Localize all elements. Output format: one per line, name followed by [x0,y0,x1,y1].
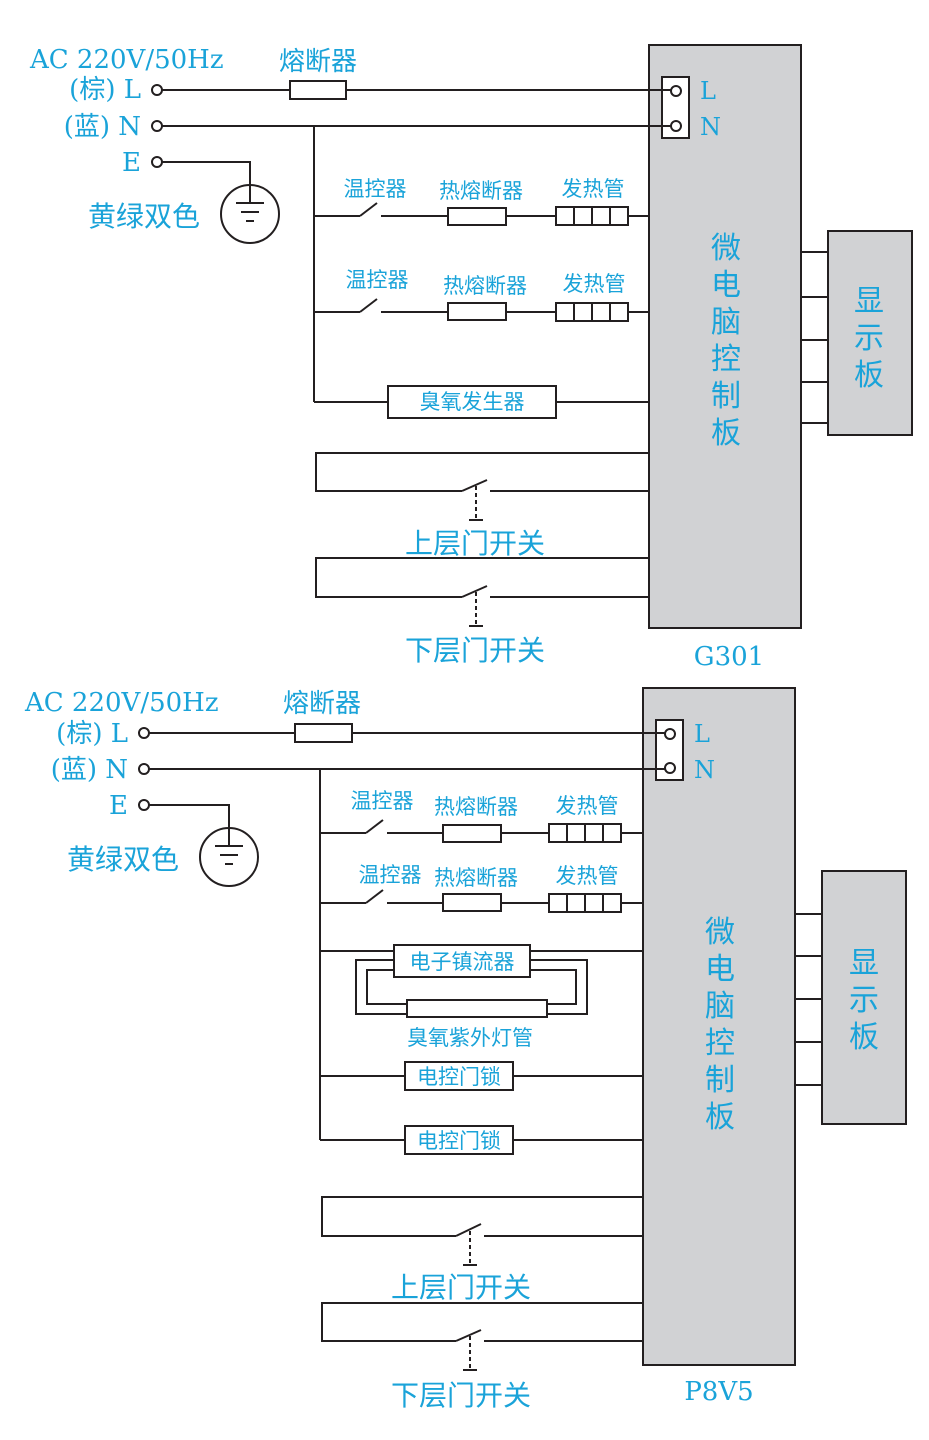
model-label: G301 [694,642,764,672]
heater-2-label: 发热管 [556,864,619,888]
thermostat-2-label: 温控器 [359,863,422,887]
power-label: AC 220V/50Hz [24,688,219,718]
thermostat-1-label: 温控器 [351,789,414,813]
svg-text:显: 显 [854,284,884,319]
ground-label: 黄绿双色 [67,843,179,876]
lower-door-switch-label: 下层门开关 [405,634,545,667]
thermostat-2-label: 温控器 [346,268,409,292]
thermal-fuse-2-label: 热熔断器 [443,274,527,298]
line-l-label: (棕) L [56,719,128,749]
terminal-l [138,727,150,739]
thermal-fuse-2 [442,893,502,912]
diagram-p8v5: AC 220V/50Hz (棕) L (蓝) N E 黄绿双色 熔断器 温控器 … [24,687,907,1412]
svg-text:电: 电 [711,268,741,303]
ozone-generator-box [387,385,557,419]
door-lock-2-label: 电控门锁 [417,1129,501,1153]
thermostat-1-label: 温控器 [344,177,407,201]
main-fuse [294,723,353,743]
main-wires [149,732,665,1342]
lower-door-switch-label: 下层门开关 [391,1379,531,1412]
terminal-n [151,120,163,132]
svg-text:微: 微 [711,231,741,266]
terminal-l-label: L [694,720,710,748]
upper-door-switch-label: 上层门开关 [391,1271,531,1304]
svg-text:板: 板 [854,358,884,393]
svg-text:制: 制 [705,1063,735,1098]
line-n-label: (蓝) N [51,755,128,785]
heater-2 [548,893,622,913]
svg-text:示: 示 [849,983,879,1018]
svg-text:脑: 脑 [711,305,741,340]
terminal-l [151,84,163,96]
power-label: AC 220V/50Hz [29,45,224,75]
heater-1 [555,206,629,226]
svg-text:控: 控 [711,342,741,377]
line-e-label: E [122,148,141,178]
heater-1 [548,823,622,843]
heater-2-label: 发热管 [563,272,626,296]
uv-lamp-label: 臭氧紫外灯管 [407,1026,533,1050]
main-fuse [289,80,347,100]
heater-2 [555,302,629,322]
ground-label: 黄绿双色 [88,200,200,233]
svg-text:控: 控 [705,1026,735,1061]
display-connectors [801,251,828,424]
thermal-fuse-2-label: 热熔断器 [434,866,518,890]
display-board-label: 显 示 板 [849,946,879,1055]
ground-icon [199,827,259,887]
ballast-label: 电子镇流器 [410,950,515,974]
thermal-fuse-1-label: 热熔断器 [434,795,518,819]
terminal-n [138,763,150,775]
thermal-fuse-1 [447,207,507,226]
diagram-g301: AC 220V/50Hz (棕) L (蓝) N E 黄绿双色 熔断器 温控器 … [29,44,913,672]
main-wires [162,89,671,598]
control-board-label: 微 电 脑 控 制 板 [711,231,741,451]
svg-text:显: 显 [849,946,879,981]
svg-text:电: 电 [705,952,735,987]
terminal-n-label: N [694,756,715,784]
svg-text:制: 制 [711,379,741,414]
fuse-label: 熔断器 [283,689,361,719]
model-label: P8V5 [684,1377,753,1407]
ozone-generator-label: 臭氧发生器 [420,390,525,414]
heater-1-label: 发热管 [556,794,619,818]
display-board-label: 显 示 板 [854,284,884,393]
line-n-label: (蓝) N [64,112,141,142]
svg-text:板: 板 [849,1020,879,1055]
terminal-e [138,799,150,811]
door-lock-2-box [404,1125,514,1155]
line-e-label: E [109,791,128,821]
line-l-label: (棕) L [69,75,141,105]
svg-text:板: 板 [711,416,741,451]
terminal-n-label: N [700,113,721,141]
control-board-label: 微 电 脑 控 制 板 [705,915,735,1135]
svg-text:板: 板 [705,1100,735,1135]
display-connectors [795,913,822,1086]
heater-1-label: 发热管 [562,177,625,201]
control-board [642,687,796,1366]
terminal-l-label: L [700,77,716,105]
thermal-fuse-1-label: 热熔断器 [439,179,523,203]
control-board [648,44,802,629]
door-switch-actuators [463,1231,477,1371]
door-lock-1-label: 电控门锁 [417,1065,501,1089]
terminal-e [151,156,163,168]
ballast-box [393,944,531,978]
ground-icon [220,184,280,244]
svg-text:脑: 脑 [705,989,735,1024]
display-board [821,870,907,1125]
display-board [827,230,913,436]
door-switch-actuators [469,486,483,627]
thermal-fuse-2 [447,302,507,321]
svg-text:微: 微 [705,915,735,950]
upper-door-switch-label: 上层门开关 [405,527,545,560]
svg-text:示: 示 [854,321,884,356]
thermal-fuse-1 [442,824,502,843]
fuse-label: 熔断器 [279,47,357,77]
door-lock-1-box [404,1061,514,1091]
uv-lamp [406,999,548,1018]
